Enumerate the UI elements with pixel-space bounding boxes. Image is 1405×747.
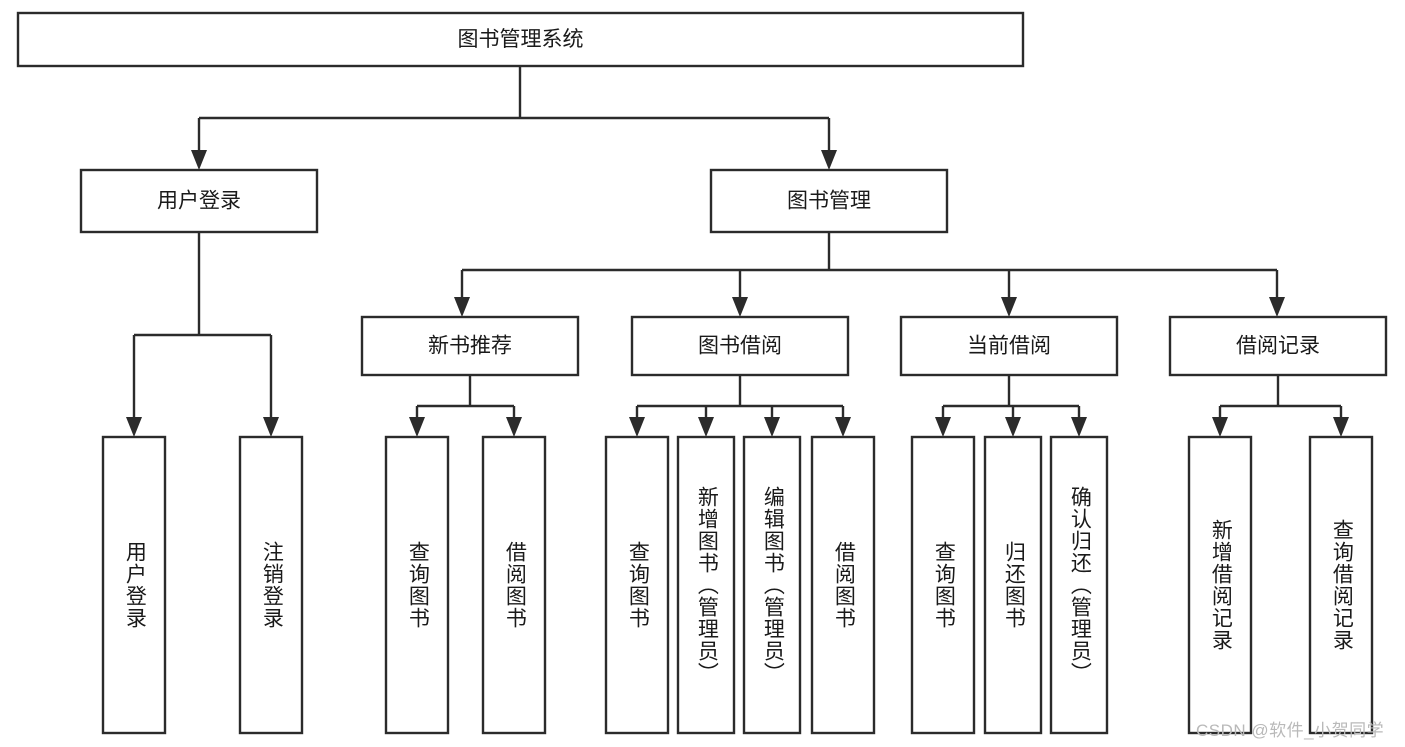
node-box-user-login[interactable]	[79, 168, 319, 234]
node-label-current-borrow: 当前借阅	[967, 335, 1051, 358]
arrow-head-icon	[191, 150, 207, 170]
node-box-leaf-edit-book[interactable]	[742, 435, 802, 735]
node-box-current-borrow[interactable]	[899, 315, 1119, 377]
node-box-leaf-logout[interactable]	[238, 435, 304, 735]
node-box-book-manage[interactable]	[709, 168, 949, 234]
arrow-head-icon	[1269, 297, 1285, 317]
node-label-new-book-rec: 新书推荐	[428, 335, 512, 358]
arrow-head-icon	[835, 417, 851, 437]
node-box-borrow-record[interactable]	[1168, 315, 1388, 377]
node-box-leaf-borrow-book-1[interactable]	[481, 435, 547, 735]
node-box-leaf-confirm-return[interactable]	[1049, 435, 1109, 735]
node-box-leaf-query-book-2[interactable]	[604, 435, 670, 735]
arrow-head-icon	[629, 417, 645, 437]
arrow-head-icon	[126, 417, 142, 437]
arrow-head-icon	[935, 417, 951, 437]
arrow-head-icon	[1212, 417, 1228, 437]
node-box-leaf-add-book[interactable]	[676, 435, 736, 735]
node-label-user-login: 用户登录	[157, 190, 241, 213]
node-label-borrow-record: 借阅记录	[1236, 335, 1320, 358]
arrow-head-icon	[821, 150, 837, 170]
watermark-text: CSDN @软件_小贺同学	[1196, 721, 1385, 740]
arrow-head-icon	[506, 417, 522, 437]
arrow-head-icon	[1071, 417, 1087, 437]
node-box-book-borrow[interactable]	[630, 315, 850, 377]
node-box-leaf-add-record[interactable]	[1187, 435, 1253, 735]
arrow-head-icon	[698, 417, 714, 437]
arrow-head-icon	[454, 297, 470, 317]
arrow-head-icon	[732, 297, 748, 317]
arrow-head-icon	[409, 417, 425, 437]
node-label-book-manage: 图书管理	[787, 190, 871, 213]
node-box-leaf-return-book[interactable]	[983, 435, 1043, 735]
node-box-leaf-query-book-3[interactable]	[910, 435, 976, 735]
arrow-head-icon	[1005, 417, 1021, 437]
arrow-head-icon	[1333, 417, 1349, 437]
node-box-new-book-rec[interactable]	[360, 315, 580, 377]
node-label-root: 图书管理系统	[458, 28, 584, 51]
node-label-book-borrow: 图书借阅	[698, 335, 782, 358]
connectors-layer	[126, 66, 1349, 437]
node-box-leaf-borrow-book-2[interactable]	[810, 435, 876, 735]
arrow-head-icon	[764, 417, 780, 437]
nodes-layer	[16, 11, 1388, 735]
node-box-leaf-query-book-1[interactable]	[384, 435, 450, 735]
node-box-root[interactable]	[16, 11, 1025, 68]
arrow-head-icon	[263, 417, 279, 437]
arrow-head-icon	[1001, 297, 1017, 317]
node-box-leaf-query-record[interactable]	[1308, 435, 1374, 735]
node-box-leaf-user-login[interactable]	[101, 435, 167, 735]
